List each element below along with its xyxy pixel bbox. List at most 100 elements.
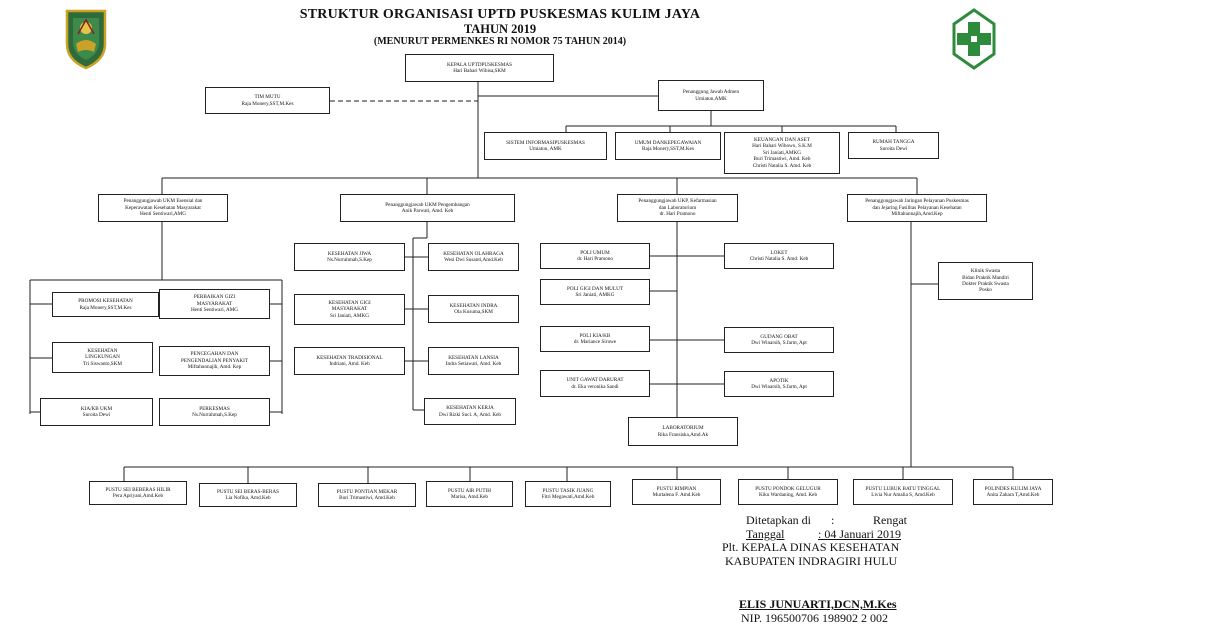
box-title: PUSTU TASIK JUANG <box>542 487 594 494</box>
box-person: Hari Bahari Wibowo, S.K.M <box>752 143 812 150</box>
box-title: KESEHATAN JIWA <box>327 250 372 257</box>
box-person: MASYARAKAT <box>331 306 368 313</box>
box-person: Dwi Winarsih, S.farm, Apt <box>751 340 807 346</box>
box-title: Penanggung Jawab Admen <box>682 89 740 96</box>
box-person: Buri Trimastiwi, Amd.Keb <box>339 495 395 501</box>
signatory-name: ELIS JUNUARTI,DCN,M.Kes <box>739 597 897 611</box>
box-title: KESEHATAN TRADISIONAL <box>316 354 383 361</box>
box-person: Keperawatan Kesehatan Masyarakat <box>125 204 201 211</box>
box-person: Hari Bahari Wibisa,SKM <box>453 68 506 74</box>
box-title: PUSTU SEI BERAS-BERAS <box>217 488 279 495</box>
box-title: Penanggungjawab UKM Pengembangan <box>385 201 470 208</box>
box-title: APOTIK <box>769 377 789 384</box>
box-person: Posko <box>979 287 992 294</box>
box-title: PUSTU SEI BEBERAS HILIR <box>105 486 171 493</box>
box-person: Sri Janiati,AMKG <box>762 149 802 156</box>
box-person: Suroita Dewi <box>879 145 908 152</box>
box-person: Miftahunnajih, Amd. Kep <box>187 364 242 371</box>
chart-regulation: (MENURUT PERMENKES RI NOMOR 75 TAHUN 201… <box>373 36 627 47</box>
box-person: LINGKUNGAN <box>85 354 120 361</box>
box-person: Fitri Megawati,Amd.Keb <box>541 494 595 500</box>
box-person: Indra Setiawati, Amd. Keb <box>445 361 502 367</box>
box-person: dan Laboratorium <box>658 204 697 211</box>
box-title: POLI KIA/KB <box>579 332 611 339</box>
box-title: PUSTU RIMPIAN <box>656 485 697 492</box>
ditetapkan-label: Ditetapkan di <box>746 513 811 527</box>
box-person: Raja Monery,SST,M.Kes <box>241 100 294 107</box>
box-title: LABORATORIUM <box>662 425 704 432</box>
regency-emblem-icon <box>65 9 107 70</box>
box-person: Anik Parwati, Amd. Keb <box>401 208 454 214</box>
box-person: dr. Mariance Siruwe <box>573 339 617 345</box>
chart-year: TAHUN 2019 <box>463 22 537 36</box>
box-title: POLI GIGI DAN MULUT <box>566 285 624 292</box>
box-title: PERBAIKAN GIZI <box>193 294 236 301</box>
box-title: PENCEGAHAN DAN <box>190 351 239 358</box>
tanggal-label: Tanggal <box>746 527 785 541</box>
box-title: PUSTU PONTIAN MEKAR <box>336 488 398 495</box>
box-person: dan Jejaring Fasilitas Pelayanan Kesehat… <box>872 204 962 211</box>
box-person: Raja Monery,SST,M.Kes <box>79 304 132 311</box>
box-person: Ns.Nurrahmah,S.Kep <box>192 412 237 418</box>
box-title: KIA/KB UKM <box>80 405 113 412</box>
box-person: Ola Kusuma,SKM <box>454 309 493 315</box>
box-jaringan-pelayanan: Penanggungjawab Jaringan Pelayanan Puske… <box>847 194 987 222</box>
box-title: PROMOSI KESEHATAN <box>78 298 133 305</box>
box-title: GUDANG OBAT <box>760 333 798 340</box>
box-person: PENGENDALIAN PENYAKIT <box>181 357 248 364</box>
box-title: KESEHATAN INDRA <box>449 302 498 309</box>
box-title: SISTEM INFORMASIPUSKESMAS <box>506 139 585 146</box>
box-title: Klinik Swasta <box>970 268 1001 275</box>
box-person: Bidan Praktik Mandiri <box>962 274 1009 281</box>
box-person: Anita Zahara T,Amd.Keb <box>986 492 1040 498</box>
box-person: Kiku Wardaning, Amd. Keb <box>758 492 818 498</box>
box-title: UMUM DANKEPEGAWAIAN <box>634 139 702 146</box>
box-title: POLI UMUM <box>580 249 610 256</box>
box-title: PUSTU AIR PUTIH <box>448 487 491 494</box>
box-person: Christi Natalia S. Amd. Keb <box>749 256 809 262</box>
box-person: Murtalena F. Amd.Keb <box>652 492 701 498</box>
box-person: dr. Hari Pramono <box>577 256 613 262</box>
box-person: Dwi Winarsih, S.farm, Apt <box>751 384 807 390</box>
puskesmas-logo-icon <box>952 8 996 70</box>
place-rengat: Rengat <box>873 513 907 527</box>
box-person: Umiatun,AMK <box>695 95 727 102</box>
box-person: Buri Trimastiwi, Amd. Keb <box>753 156 811 163</box>
office-line-2: KABUPATEN INDRAGIRI HULU <box>725 554 898 568</box>
box-title: RUMAH TANGGA <box>872 139 915 146</box>
box-title: KESEHATAN <box>87 347 118 354</box>
box-person: Henti Sentiwari, AMG <box>190 307 239 314</box>
office-line-1: Plt. KEPALA DINAS KESEHATAN <box>722 540 900 554</box>
